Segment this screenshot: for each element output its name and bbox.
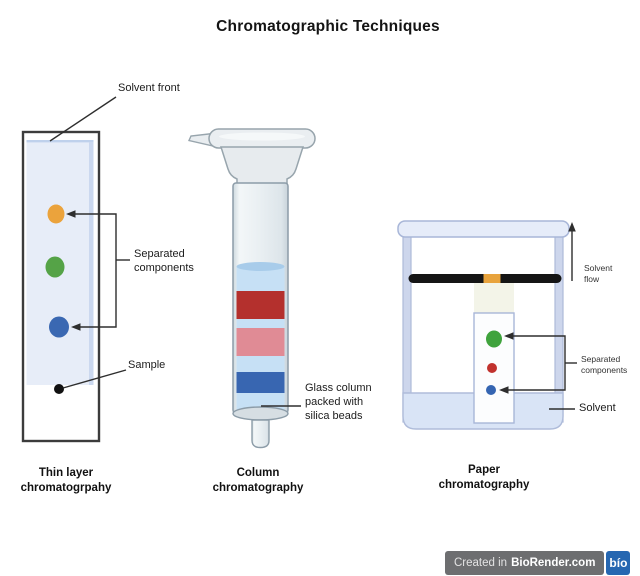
- paper-arrowhead-blue: [499, 386, 509, 394]
- tlc-separated-bracket: [75, 213, 117, 328]
- biorender-watermark: Created in BioRender.com bío: [445, 551, 631, 575]
- tlc-plate-shade: [89, 142, 94, 385]
- sample-label: Sample: [128, 359, 166, 371]
- paper-spot-green: [486, 330, 502, 348]
- biorender-logo: bío: [606, 551, 631, 575]
- solvent-flow-arrowhead: [568, 222, 576, 232]
- tlc-separated-components-label: Separated components: [134, 248, 194, 274]
- column-outlet-tip: [251, 419, 270, 449]
- tlc-sample-dot: [54, 384, 64, 394]
- tlc-arrowhead-blue: [71, 323, 81, 331]
- tlc-caption: Thin layer chromatogrpahy: [20, 467, 112, 494]
- solvent-label: Solvent: [579, 402, 616, 414]
- solvent-flow-label: Solvent flow: [584, 263, 613, 284]
- paper-spot-blue: [486, 385, 496, 395]
- glass-column-label: Glass column packed with silica beads: [305, 382, 372, 422]
- column-band-red: [236, 291, 285, 319]
- sample-pointer-line: [62, 369, 127, 389]
- column-funnel-body: [219, 146, 305, 185]
- paper-annotation-lines: [508, 230, 577, 410]
- column-apparatus: [188, 128, 316, 449]
- paper-strip-top: [474, 283, 514, 316]
- tlc-plate: [21, 130, 101, 443]
- solvent-front-pointer-line: [49, 96, 117, 142]
- paper-spot-red: [487, 363, 497, 373]
- column-funnel-rim-highlight: [219, 132, 305, 141]
- column-caption: Column chromatography: [212, 467, 304, 494]
- paper-caption: Paper chromatography: [438, 464, 530, 491]
- paper-separated-components-label: Separated components: [581, 354, 628, 375]
- rod-clip: [483, 274, 501, 283]
- paper-arrowhead-green: [504, 332, 514, 340]
- beaker-lid: [397, 220, 570, 238]
- tlc-spot-green: [45, 256, 65, 278]
- paper-apparatus: [397, 220, 570, 430]
- solvent-front-label: Solvent front: [118, 82, 180, 94]
- tlc-arrowhead-orange: [66, 210, 76, 218]
- column-band-blue: [236, 372, 285, 393]
- column-meniscus: [236, 262, 285, 271]
- tlc-annotation-lines: [49, 96, 130, 389]
- column-band-pink: [236, 328, 285, 356]
- page-title: Chromatographic Techniques: [216, 18, 440, 35]
- tlc-spot-blue: [49, 316, 69, 338]
- watermark-prefix: Created in: [454, 557, 508, 569]
- tlc-spot-orange: [47, 204, 65, 224]
- watermark-brand: BioRender.com: [511, 557, 596, 569]
- watermark-bar: Created in BioRender.com: [445, 551, 605, 575]
- column-base: [232, 406, 289, 421]
